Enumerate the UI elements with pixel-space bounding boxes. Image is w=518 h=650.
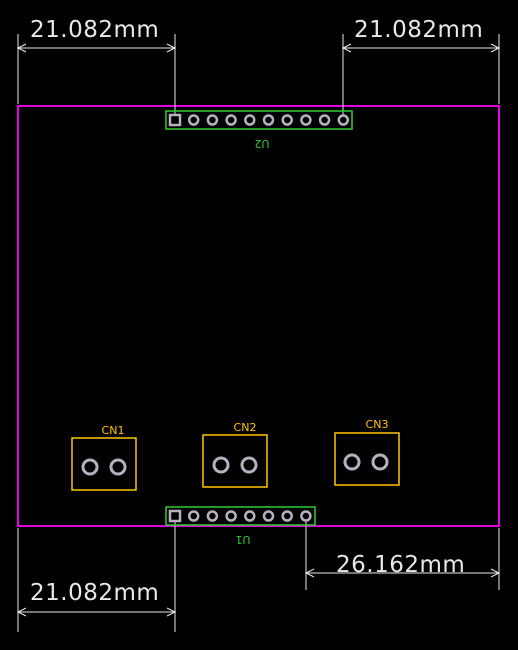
header-u1-pads	[168, 509, 312, 523]
header-u2-pads	[168, 113, 350, 127]
u2-pad-7	[281, 114, 293, 126]
header-u1-designator: U1	[235, 533, 250, 546]
connector-cn1-pads	[81, 458, 127, 476]
header-u1[interactable]: U1	[165, 506, 316, 546]
dimension-bottom-left-label: 21.082mm	[30, 580, 159, 606]
u1-pad-6	[262, 510, 275, 522]
u2-pad-4	[225, 114, 237, 126]
u1-pad-3	[206, 510, 219, 522]
connector-cn3-pads	[343, 453, 389, 471]
dimension-top-right	[341, 34, 501, 116]
dimension-bottom-right-label: 26.162mm	[336, 552, 465, 578]
u2-pad-10	[337, 114, 350, 126]
dimension-top-left-label: 21.082mm	[30, 17, 159, 43]
connector-cn3-outline	[334, 432, 400, 486]
u1-pad-4	[225, 510, 237, 522]
header-u2-designator: U2	[254, 137, 269, 150]
connector-cn3-designator: CN3	[366, 418, 389, 431]
connector-cn1[interactable]: CN1	[71, 424, 137, 491]
u2-pad-9	[318, 114, 331, 126]
u2-pad-6	[262, 114, 275, 126]
u2-pad-3	[206, 114, 219, 126]
u2-pad-8	[300, 114, 312, 126]
board-outline	[17, 105, 500, 527]
connector-cn2-designator: CN2	[234, 421, 257, 434]
u2-pad-1	[168, 113, 182, 127]
u2-pad-2	[187, 114, 200, 126]
connector-cn1-outline	[71, 437, 137, 491]
u1-pad-7	[281, 510, 293, 522]
header-u2[interactable]: U2	[165, 110, 353, 150]
u1-pad-8	[300, 510, 312, 522]
connector-cn2-pads	[212, 456, 258, 474]
u1-pad-5	[244, 510, 256, 522]
u1-pad-1	[168, 509, 182, 523]
dimension-bottom-right	[304, 522, 501, 590]
dimension-top-right-label: 21.082mm	[354, 17, 483, 43]
connector-cn1-designator: CN1	[102, 424, 125, 437]
header-u2-outline	[165, 110, 353, 130]
connector-cn2[interactable]: CN2	[202, 421, 268, 488]
connector-cn2-outline	[202, 434, 268, 488]
dimension-top-left	[16, 34, 177, 116]
dimension-bottom-left	[16, 522, 177, 632]
connector-cn3[interactable]: CN3	[334, 418, 400, 486]
header-u1-outline	[165, 506, 316, 526]
u2-pad-5	[244, 114, 256, 126]
u1-pad-2	[187, 510, 200, 522]
